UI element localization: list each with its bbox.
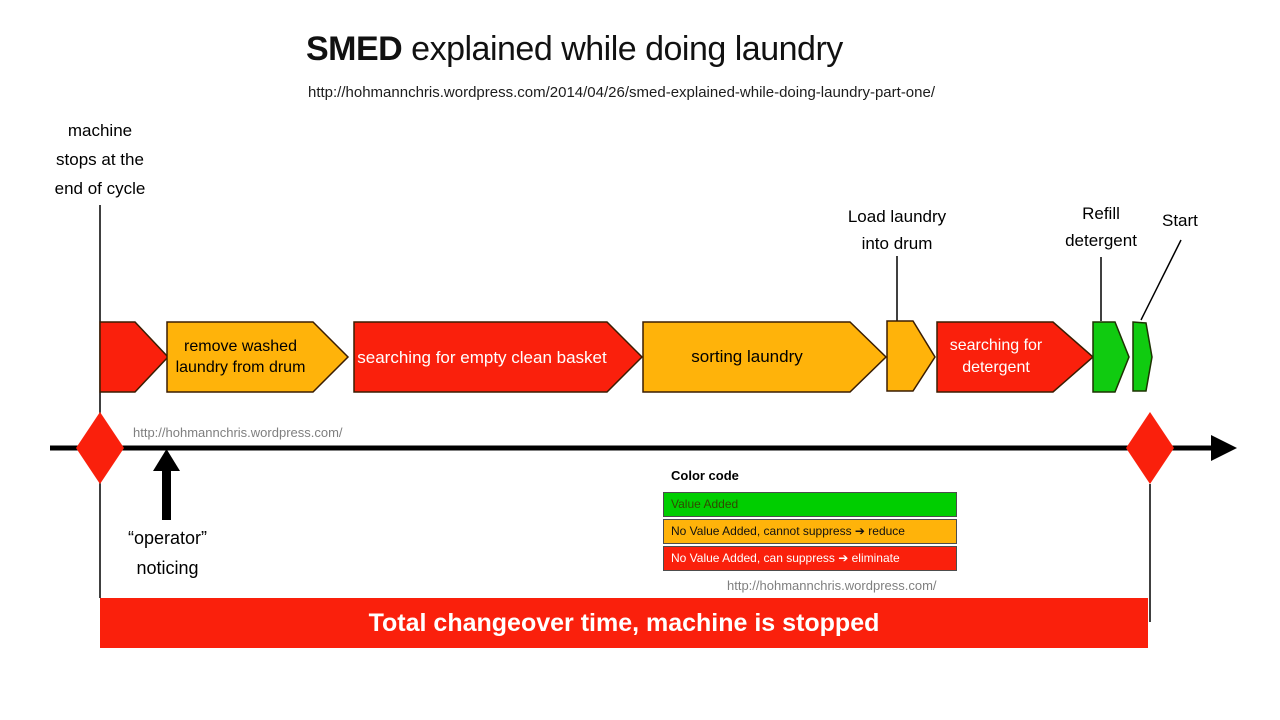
machine-stops-label: machine stops at the end of cycle	[54, 121, 146, 198]
total-changeover-banner-text: Total changeover time, machine is stoppe…	[368, 608, 880, 637]
timeline-start-diamond	[76, 412, 124, 484]
page-title: SMED explained while doing laundry	[306, 30, 843, 69]
title-source-url: http://hohmannchris.wordpress.com/2014/0…	[308, 84, 936, 101]
step-label-search-detergent: searching for detergent	[949, 337, 1043, 376]
total-changeover-banner: Total changeover time, machine is stoppe…	[100, 598, 1148, 648]
load-laundry-label: Load laundry into drum	[847, 207, 947, 253]
start-label: Start	[1162, 211, 1198, 230]
process-arrow-refill-detergent	[1092, 321, 1130, 393]
timeline-end-diamond	[1126, 412, 1174, 484]
process-arrow-remove-laundry	[166, 321, 350, 393]
step-label-remove-laundry: remove washed laundry from drum	[175, 338, 306, 376]
process-arrow-start	[1132, 321, 1153, 392]
step-label-search-basket: searching for empty clean basket	[357, 347, 607, 367]
operator-arrow-shaft	[162, 466, 171, 520]
refill-detergent-label: Refill detergent	[1065, 204, 1137, 250]
operator-up-arrow-icon	[153, 449, 180, 471]
process-arrow-load-drum	[886, 320, 936, 392]
process-arrow-search-detergent	[936, 321, 1095, 393]
step-label-sorting-laundry: sorting laundry	[691, 347, 803, 366]
timeline-arrowhead	[1211, 435, 1237, 461]
legend-title: Color code	[671, 468, 739, 483]
color-code-legend: Value Added No Value Added, cannot suppr…	[663, 492, 957, 573]
start-connector-line	[1140, 239, 1182, 321]
timeline-watermark-url: http://hohmannchris.wordpress.com/	[133, 425, 343, 440]
operator-noticing-label: “operator” noticing	[127, 528, 208, 578]
legend-row-no-value-eliminate: No Value Added, can suppress ➔ eliminate	[663, 546, 957, 571]
page-title-rest: explained while doing laundry	[402, 30, 843, 68]
legend-row-no-value-reduce: No Value Added, cannot suppress ➔ reduce	[663, 519, 957, 544]
process-arrow-search-basket	[353, 321, 644, 393]
process-arrow-machine-stop	[99, 321, 170, 393]
process-arrow-sorting-laundry	[642, 321, 888, 393]
footer-watermark-url: http://hohmannchris.wordpress.com/	[727, 578, 937, 593]
legend-row-value-added: Value Added	[663, 492, 957, 517]
page-title-bold: SMED	[306, 30, 403, 68]
